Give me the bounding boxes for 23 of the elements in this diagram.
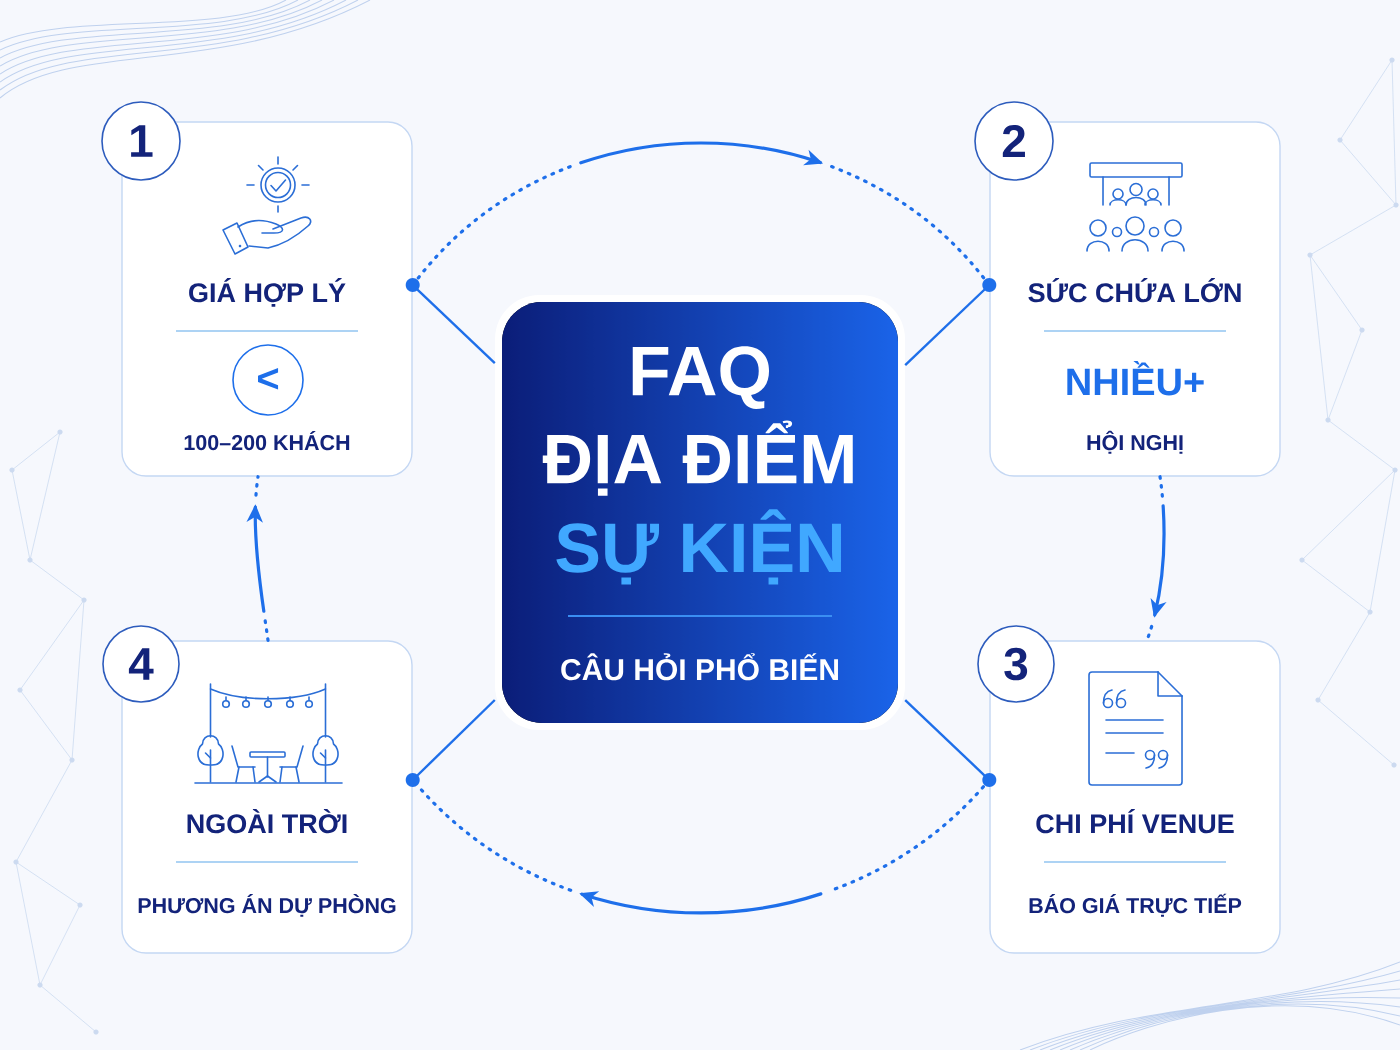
card-title: SỨC CHỨA LỚN bbox=[1028, 278, 1241, 303]
connector-line bbox=[405, 278, 496, 364]
card-subtitle: 100–200 KHÁCH bbox=[184, 430, 350, 451]
card-title: CHI PHÍ VENUE bbox=[1036, 809, 1234, 834]
heading: FAQ ĐỊA ĐIỂM bbox=[542, 346, 853, 496]
card-subtitle: HỘI NGHỊ bbox=[1087, 430, 1183, 454]
curved-arrow bbox=[417, 785, 985, 915]
curved-arrow bbox=[416, 141, 986, 280]
number-badge: 2 bbox=[974, 101, 1054, 181]
card-subtitle: BÁO GIÁ TRỰC TIẾP bbox=[1029, 893, 1242, 917]
connector-line bbox=[405, 699, 496, 787]
card-subtitle: PHƯƠNG ÁN DỰ PHÒNG bbox=[138, 893, 396, 917]
highlight-text: NHIỀU+ bbox=[1067, 360, 1204, 396]
curved-arrow bbox=[246, 475, 270, 642]
connector-line bbox=[904, 278, 997, 366]
number-badge: 1 bbox=[101, 101, 181, 181]
subtitle: CÂU HỎI PHỔ BIẾN bbox=[561, 653, 838, 681]
number-badge: 3 bbox=[977, 625, 1055, 703]
connector-line bbox=[904, 699, 997, 787]
card-title: GIÁ HỢP LÝ bbox=[189, 278, 346, 307]
card-title: NGOÀI TRỜI bbox=[187, 809, 347, 834]
heading: SỰ KIỆN bbox=[556, 509, 841, 585]
number-badge: 4 bbox=[102, 625, 180, 703]
